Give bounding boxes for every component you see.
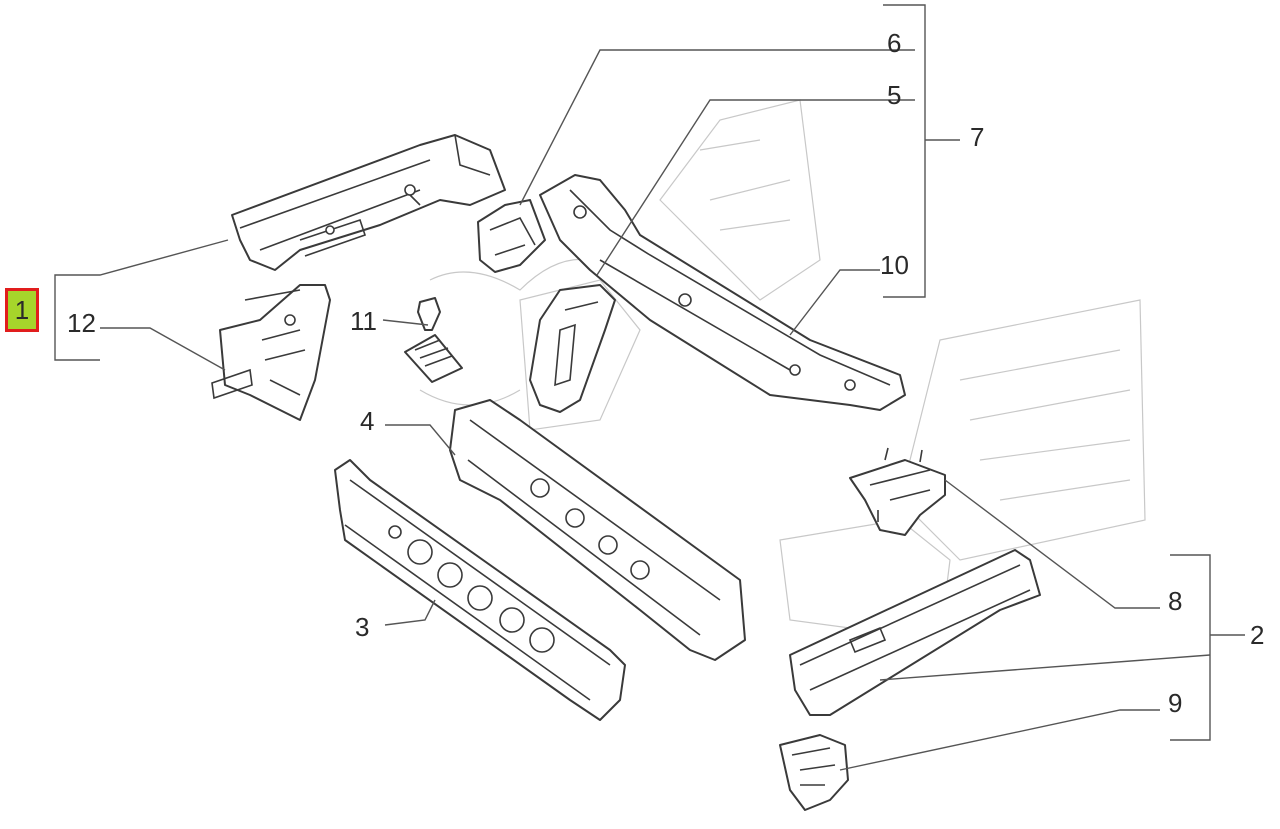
callout-11[interactable]: 11	[350, 306, 377, 336]
callout-9[interactable]: 9	[1168, 688, 1183, 718]
part-cross-member-4[interactable]	[449, 399, 746, 661]
part-bracket-12[interactable]	[211, 284, 331, 421]
part-rail-10[interactable]	[539, 174, 906, 411]
callout-5[interactable]: 5	[887, 80, 902, 110]
callout-12[interactable]: 12	[67, 308, 96, 338]
part-side-member-2[interactable]	[789, 549, 1041, 716]
callout-8[interactable]: 8	[1168, 586, 1183, 616]
callout-6[interactable]: 6	[887, 28, 902, 58]
part-cross-member-3[interactable]	[334, 459, 626, 721]
part-clip-11[interactable]	[404, 297, 463, 383]
callout-2[interactable]: 2	[1250, 620, 1265, 650]
callout-4[interactable]: 4	[360, 406, 375, 436]
part-side-member-upper[interactable]	[231, 134, 506, 271]
callout-10[interactable]: 10	[880, 250, 909, 280]
leader-lines	[54, 4, 1245, 771]
part-bracket-9[interactable]	[779, 734, 849, 811]
part-mount-8[interactable]	[849, 447, 946, 536]
part-6[interactable]	[477, 199, 546, 273]
callout-3[interactable]: 3	[355, 612, 370, 642]
callout-1[interactable]: 1	[5, 288, 39, 332]
part-bracket-5[interactable]	[529, 284, 616, 413]
callout-7[interactable]: 7	[970, 122, 985, 152]
